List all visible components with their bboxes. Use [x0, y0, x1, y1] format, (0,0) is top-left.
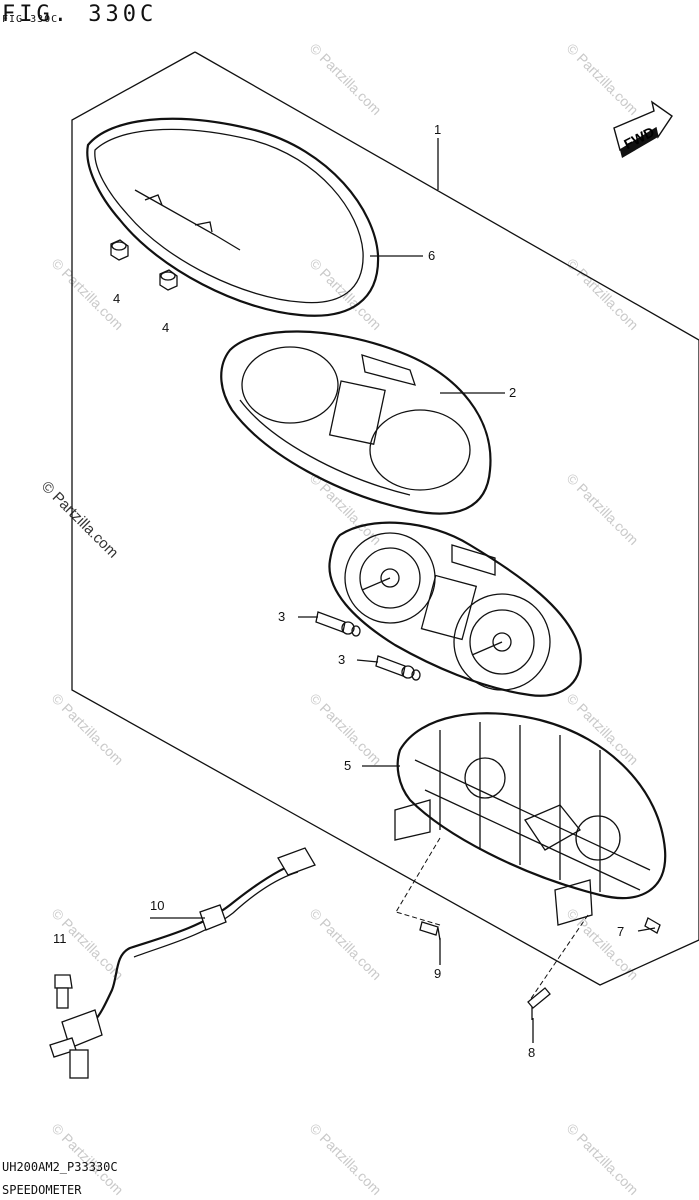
- fwd-arrow-icon: FWD: [613, 100, 673, 158]
- figure-subtitle: FIG 330C: [2, 14, 59, 25]
- part-bulb-3a: [315, 611, 361, 637]
- callout-6: 6: [428, 248, 436, 263]
- figure-title: FIG. 330C: [2, 2, 158, 27]
- part-sensor-cable-10: [94, 847, 316, 1021]
- callout-9: 9: [434, 966, 442, 981]
- part-speed-sensor: [49, 1009, 103, 1079]
- part-screw-9: [419, 921, 441, 941]
- callout-10: 10: [150, 898, 165, 913]
- part-cover-6: [86, 117, 380, 317]
- footer-code: UH200AM2_P33330C: [2, 1160, 118, 1174]
- leader-lines: [150, 138, 656, 1043]
- part-bulb-3b: [375, 655, 421, 681]
- part-nut-4b: [159, 269, 178, 291]
- callout-5: 5: [344, 758, 352, 773]
- assembly-boundary: [194, 51, 699, 341]
- part-housing-5: [394, 712, 667, 926]
- callout-11: 11: [53, 931, 67, 946]
- callout-7: 7: [617, 924, 625, 939]
- assembly-boundary: [71, 51, 699, 986]
- callout-8: 8: [528, 1045, 536, 1060]
- callout-1: 1: [434, 122, 442, 137]
- part-nut-4a: [110, 239, 129, 261]
- part-gauge-assembly: [328, 521, 582, 697]
- part-bolt-11: [54, 974, 73, 1009]
- callout-3b: 3: [338, 652, 346, 667]
- callout-3a: 3: [278, 609, 286, 624]
- callout-4b: 4: [162, 320, 170, 335]
- callout-4a: 4: [113, 291, 121, 306]
- footer-name: SPEEDOMETER: [2, 1183, 82, 1197]
- part-screw-7: [644, 917, 661, 934]
- part-meter-case-2: [220, 330, 492, 515]
- callout-2: 2: [509, 385, 517, 400]
- part-screw-8: [527, 987, 551, 1020]
